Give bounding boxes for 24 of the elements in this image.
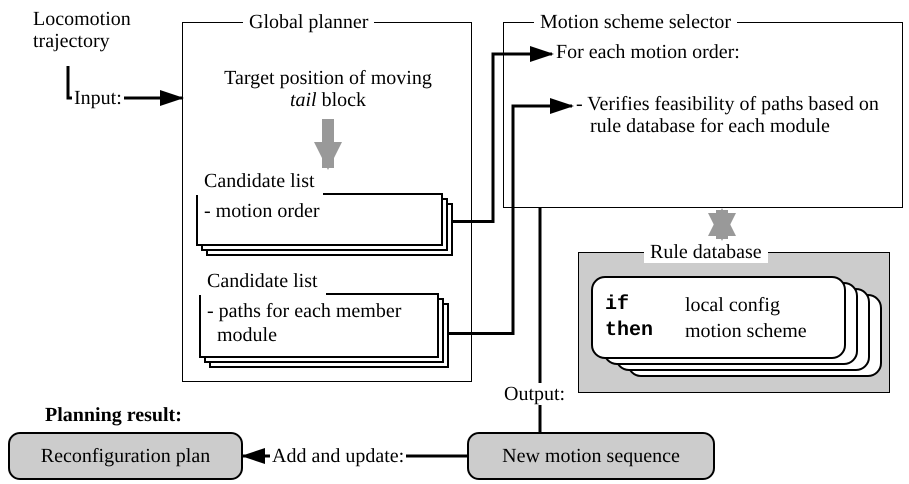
text-label: Target position of moving tail block (223, 67, 433, 115)
text-label: - Verifies feasibility of paths based on rule database for each module (576, 93, 894, 165)
group-title: Global planner (243, 11, 374, 33)
rule-text: local config (685, 293, 781, 318)
group-title: Rule database (644, 241, 768, 263)
rule-card (591, 276, 846, 359)
block-arrow (708, 208, 736, 241)
list-heading: Candidate list (197, 270, 326, 295)
result-box: New motion sequence (467, 432, 715, 480)
list-heading: Candidate list (194, 170, 323, 195)
arrow (453, 46, 554, 223)
rule-text: motion scheme (685, 319, 807, 344)
text-label: For each motion order: (556, 41, 786, 67)
rule-keyword: then (605, 318, 654, 344)
result-box: Reconfiguration plan (8, 432, 243, 480)
heading-text: Planning result: (45, 404, 182, 426)
arrow (449, 98, 574, 335)
list-item: - motion order (204, 199, 321, 223)
edge-label: Add and update: (270, 445, 406, 467)
list-item: - paths for each member module (207, 299, 402, 347)
text-label: Locomotion trajectory (33, 8, 143, 56)
connector-line (538, 208, 542, 432)
rule-keyword: if (605, 292, 630, 318)
block-arrow (314, 119, 342, 170)
